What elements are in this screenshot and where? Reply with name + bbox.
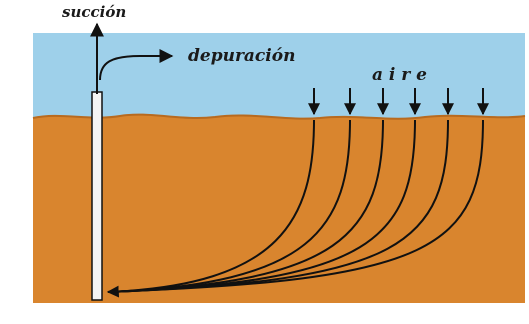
purge-label: depuración [188, 46, 295, 66]
suction-label: succión [62, 3, 126, 21]
airflow-path [107, 119, 484, 293]
ground-surface-line [32, 113, 526, 120]
sky-region [33, 33, 525, 120]
airflow-path [107, 119, 351, 293]
airflow-paths [106, 119, 484, 298]
purge-arrow [99, 49, 174, 81]
extraction-well-pipe [91, 91, 103, 301]
airflow-path [106, 119, 315, 298]
air-inlet-arrows [308, 88, 489, 116]
air-label: a i r e [372, 65, 427, 85]
